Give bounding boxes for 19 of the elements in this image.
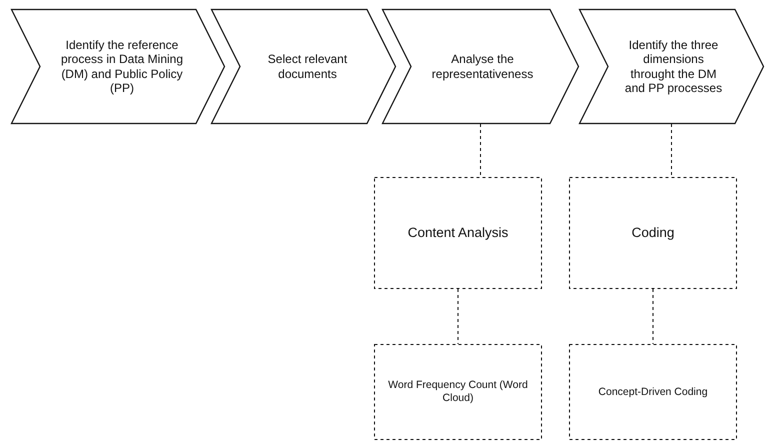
dashed-connector xyxy=(671,124,672,178)
chevron-step xyxy=(579,9,764,124)
step-label: Coding xyxy=(630,224,676,242)
dashed-box xyxy=(569,344,737,440)
chevron-step xyxy=(382,9,579,124)
step-label: Analyse the representativeness xyxy=(430,52,534,81)
step-label: Identify the three dimensions throught the DM and PP processes xyxy=(624,38,724,96)
dashed-box xyxy=(374,177,542,289)
step-label: Concept-Driven Coding xyxy=(597,386,709,398)
chevron-step xyxy=(211,9,396,124)
dashed-box xyxy=(569,177,737,289)
dashed-box xyxy=(374,344,542,440)
step-label: Select relevant documents xyxy=(266,52,348,81)
dashed-connector xyxy=(652,288,654,344)
step-label: Identify the reference process in Data Mining (DM) and Public Policy (PP) xyxy=(60,38,184,96)
chevron-step xyxy=(11,9,225,124)
dashed-connector xyxy=(480,124,481,178)
step-label: Content Analysis xyxy=(406,224,510,242)
step-label: Word Frequency Count (Word Cloud) xyxy=(387,379,529,405)
